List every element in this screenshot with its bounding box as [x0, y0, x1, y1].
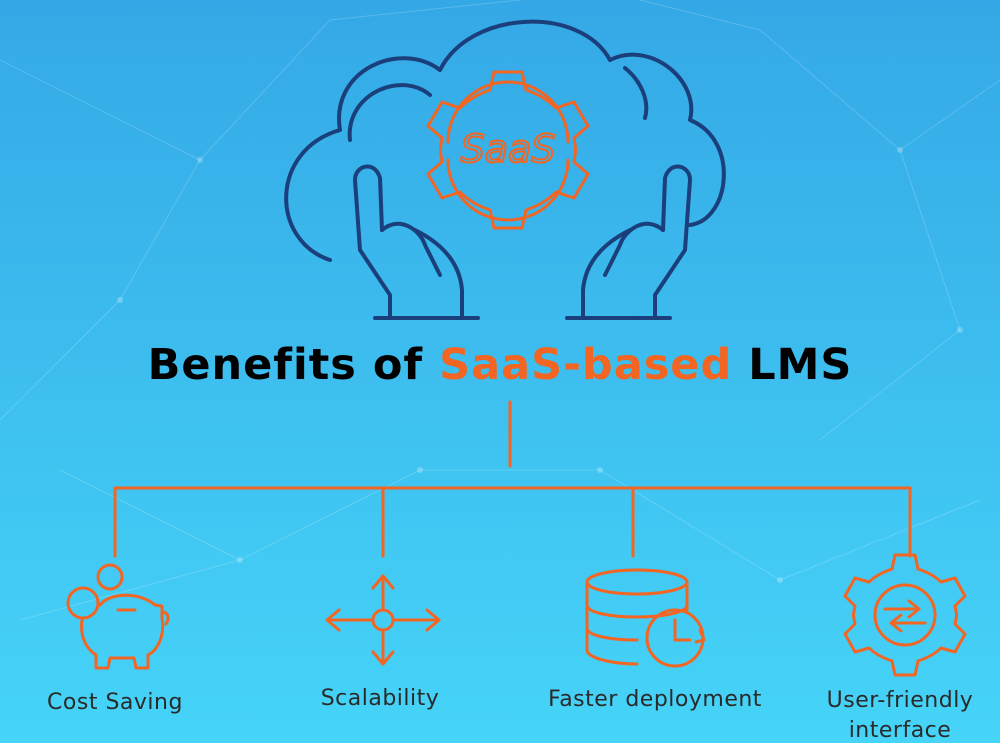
- benefit-label-faster-deployment: Faster deployment: [548, 687, 762, 712]
- expand-arrows-icon: [325, 574, 441, 666]
- benefit-label-user-friendly: User-friendly interface: [826, 688, 974, 743]
- benefit-label-cost-saving: Cost Saving: [47, 690, 183, 715]
- title-part-2: LMS: [732, 340, 853, 390]
- gear-arrows-icon: [843, 553, 967, 677]
- hands-icon: [353, 164, 692, 320]
- saas-cloud-icon: [284, 19, 726, 262]
- piggy-bank-icon: [66, 563, 170, 670]
- title-highlight: SaaS-based: [439, 340, 733, 390]
- benefit-label-scalability: Scalability: [320, 686, 440, 711]
- page-title: Benefits of SaaS-based LMS: [0, 340, 1000, 390]
- network-pattern: [0, 0, 1000, 620]
- connector-lines: [113, 400, 912, 558]
- title-part-1: Benefits of: [147, 340, 440, 390]
- gear-icon: [426, 70, 590, 230]
- database-clock-icon: [585, 568, 706, 668]
- saas-logo-text: SaaS: [461, 127, 556, 171]
